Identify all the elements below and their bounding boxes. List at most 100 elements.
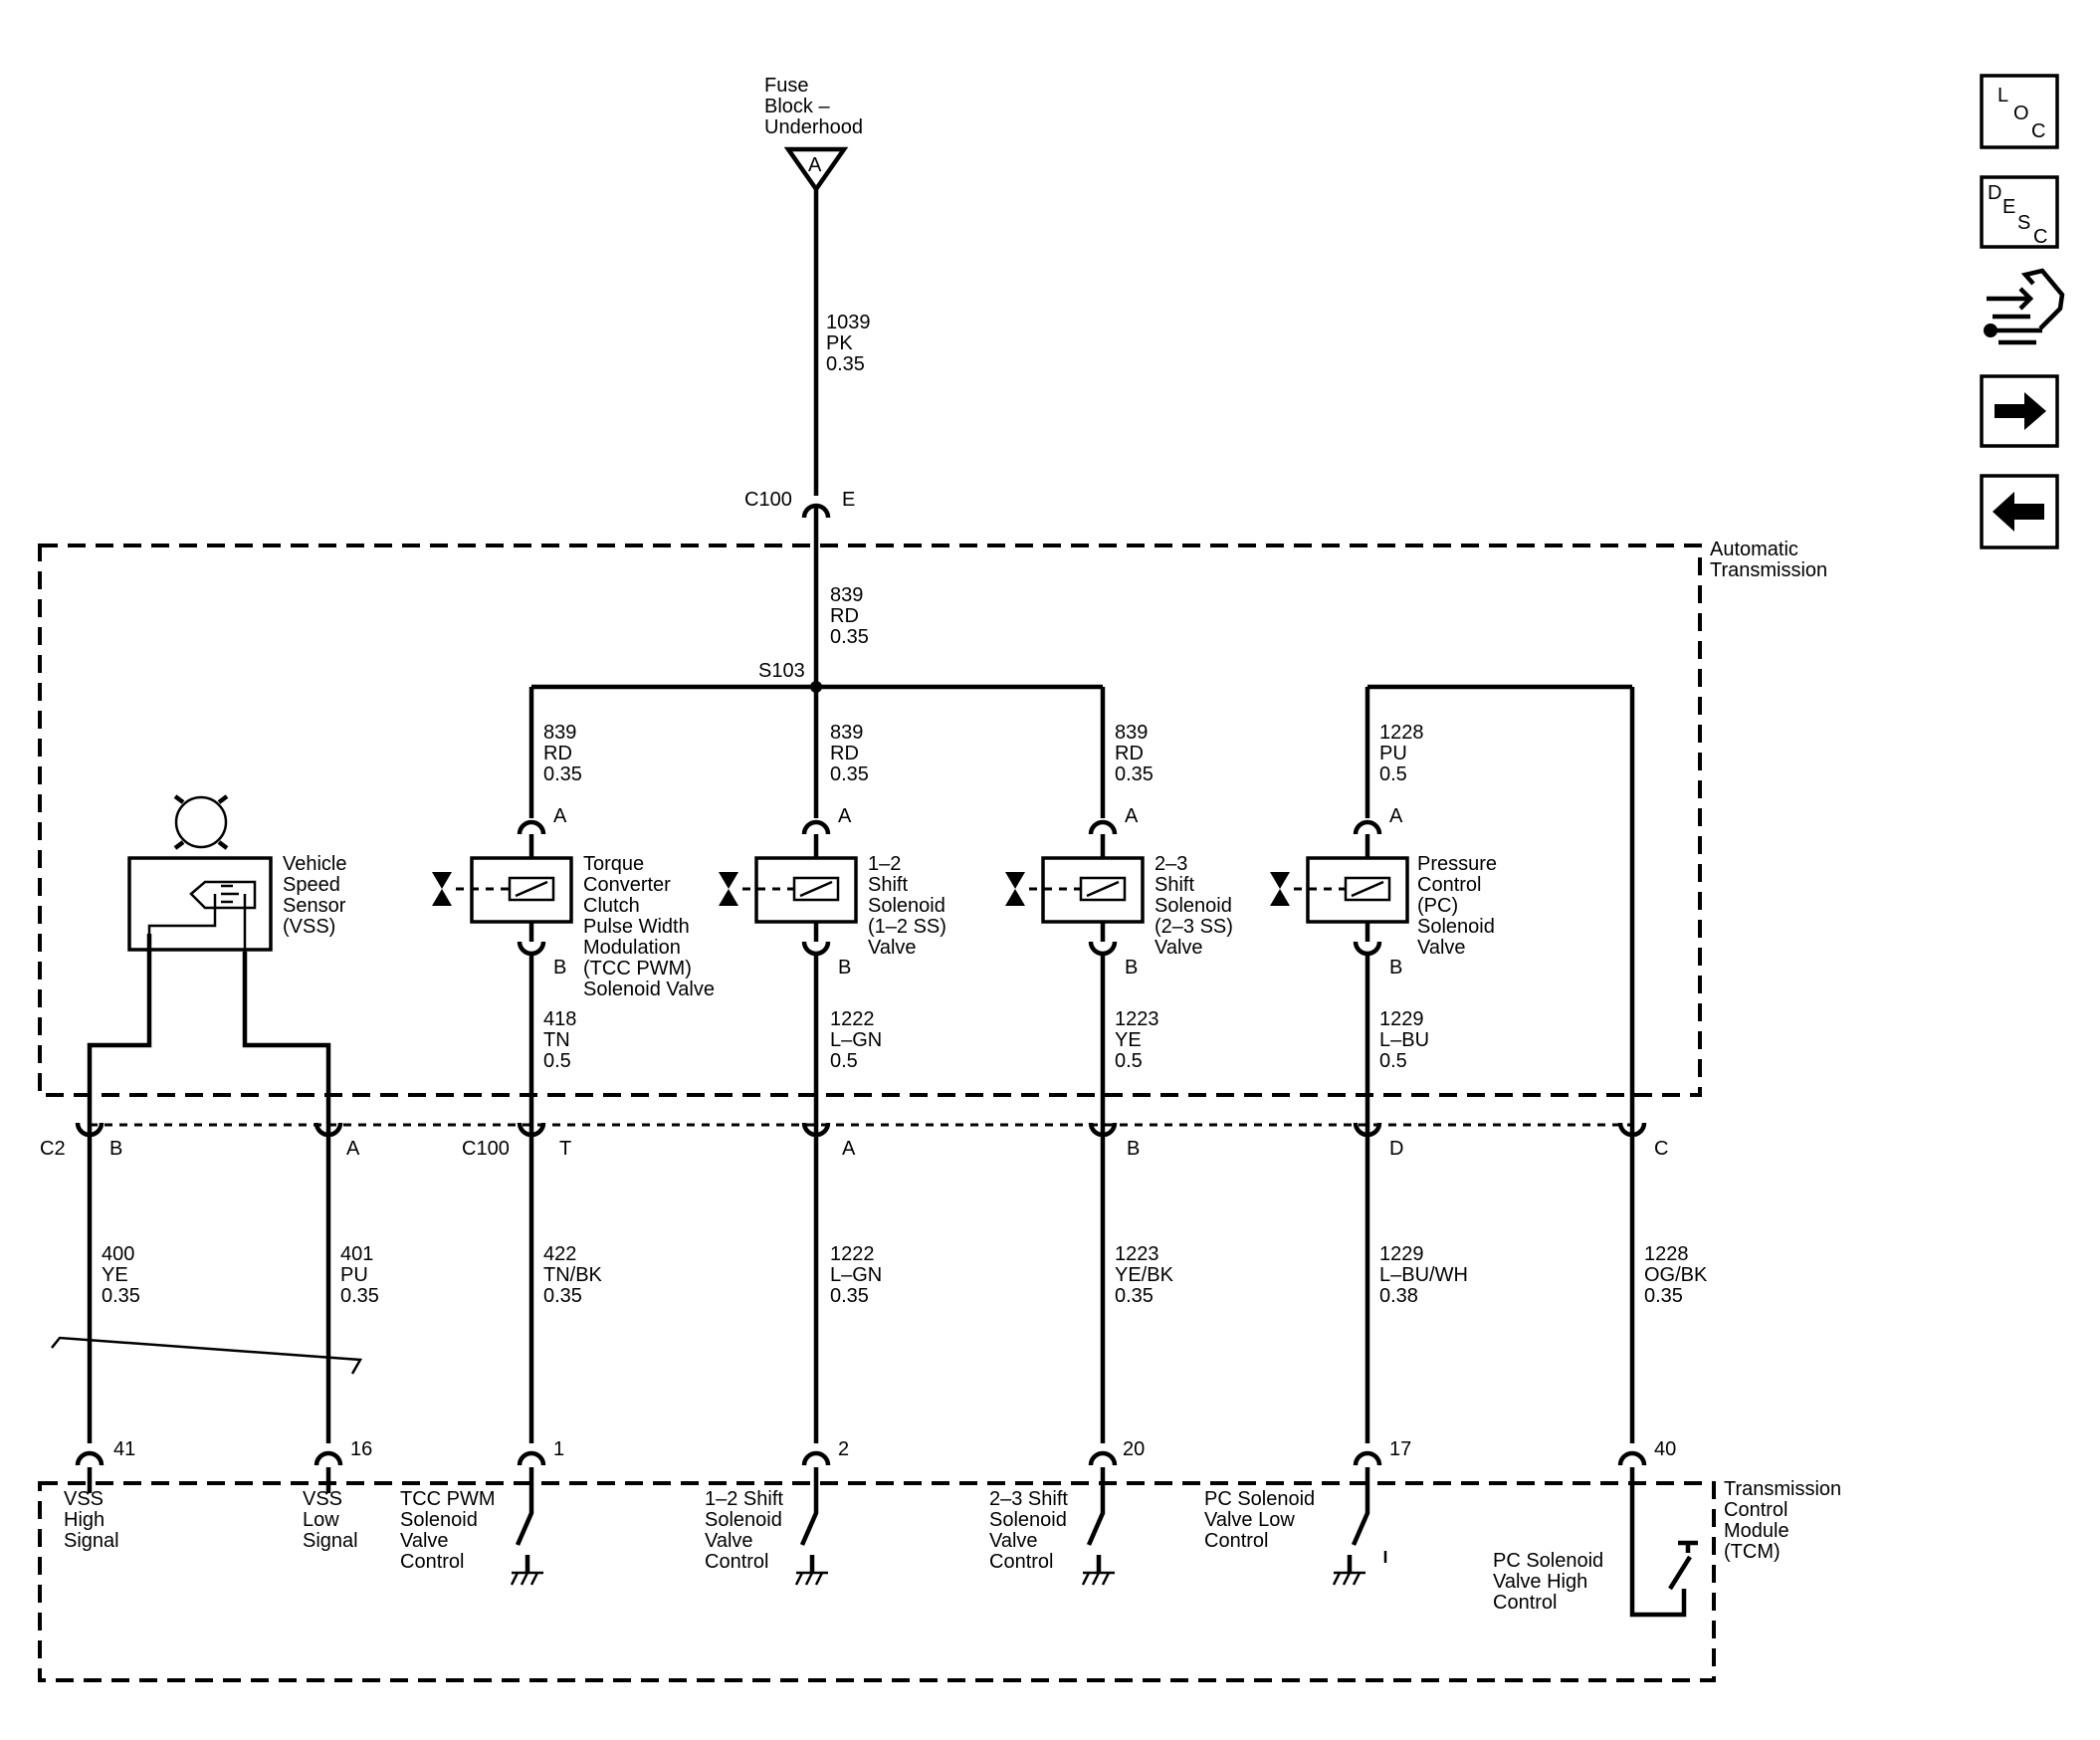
svg-text:A: A xyxy=(838,805,852,827)
svg-text:Solenoid: Solenoid xyxy=(989,1509,1067,1531)
svg-text:Control: Control xyxy=(705,1551,768,1573)
svg-text:Pulse Width: Pulse Width xyxy=(583,916,690,938)
svg-text:20: 20 xyxy=(1123,1438,1145,1460)
svg-text:0.5: 0.5 xyxy=(1379,763,1407,785)
svg-text:Transmission: Transmission xyxy=(1724,1478,1841,1500)
svg-text:L–GN: L–GN xyxy=(830,1029,882,1051)
svg-text:1–2: 1–2 xyxy=(868,853,901,875)
svg-text:2–3: 2–3 xyxy=(1155,853,1187,875)
svg-text:0.35: 0.35 xyxy=(543,763,582,785)
fuse-terminal-label: A xyxy=(808,154,822,176)
c100-bottom-connector: C100 T A B D C xyxy=(462,1107,1668,1160)
svg-text:Torque: Torque xyxy=(583,853,644,875)
svg-text:L–GN: L–GN xyxy=(830,1264,882,1286)
splice-label: S103 xyxy=(758,660,805,682)
svg-text:401: 401 xyxy=(340,1243,373,1265)
svg-text:1039: 1039 xyxy=(826,312,871,333)
svg-text:C: C xyxy=(1654,1138,1668,1160)
svg-text:16: 16 xyxy=(350,1438,372,1460)
svg-text:Control: Control xyxy=(1204,1530,1268,1552)
svg-text:OG/BK: OG/BK xyxy=(1644,1264,1708,1286)
svg-text:Valve High: Valve High xyxy=(1493,1571,1587,1593)
svg-text:(VSS): (VSS) xyxy=(283,916,335,938)
svg-text:Control: Control xyxy=(400,1551,464,1573)
svg-text:0.5: 0.5 xyxy=(1115,1050,1143,1072)
svg-text:0.35: 0.35 xyxy=(1644,1285,1683,1307)
svg-text:0.35: 0.35 xyxy=(1115,1285,1154,1307)
svg-text:B: B xyxy=(553,957,566,979)
tcm-circuit-labels: VSS High Signal VSS Low Signal TCC PWM S… xyxy=(64,1488,1603,1614)
svg-text:High: High xyxy=(64,1509,105,1531)
svg-text:Valve: Valve xyxy=(868,937,917,959)
svg-text:839: 839 xyxy=(543,722,576,744)
rd-feed-wire-label: 839 RD 0.35 xyxy=(830,584,869,648)
c100-top-label: C100 xyxy=(744,489,792,511)
schematic-repair-icon[interactable] xyxy=(1984,268,2065,345)
svg-text:Signal: Signal xyxy=(303,1530,358,1552)
svg-text:2: 2 xyxy=(838,1438,849,1460)
svg-text:2–3 Shift: 2–3 Shift xyxy=(989,1488,1068,1510)
arrow-right-button[interactable] xyxy=(1980,374,2059,448)
svg-text:RD: RD xyxy=(830,743,859,764)
svg-text:1–2 Shift: 1–2 Shift xyxy=(705,1488,783,1510)
svg-text:PK: PK xyxy=(826,332,853,354)
automatic-transmission-label: Automatic Transmission xyxy=(1710,539,1827,581)
svg-text:YE: YE xyxy=(102,1264,128,1286)
svg-text:40: 40 xyxy=(1654,1438,1676,1460)
svg-text:17: 17 xyxy=(1389,1438,1411,1460)
svg-text:RD: RD xyxy=(830,605,859,627)
solenoid-tcc-pwm: 839 RD 0.35 A B Torque Converter Clutch … xyxy=(432,687,715,1107)
loc-button[interactable]: L O C xyxy=(1980,74,2059,149)
svg-text:T: T xyxy=(559,1138,571,1160)
svg-text:Converter: Converter xyxy=(583,874,671,896)
svg-text:L–BU/WH: L–BU/WH xyxy=(1379,1264,1468,1286)
svg-text:1229: 1229 xyxy=(1379,1243,1424,1265)
svg-text:PC Solenoid: PC Solenoid xyxy=(1204,1488,1315,1510)
svg-text:B: B xyxy=(1389,957,1402,979)
c2-label: C2 xyxy=(40,1138,66,1160)
tcm-internals xyxy=(87,1467,1698,1618)
svg-text:TCC PWM: TCC PWM xyxy=(400,1488,496,1510)
svg-text:YE: YE xyxy=(1115,1029,1142,1051)
automatic-transmission-boundary xyxy=(38,544,1702,1097)
svg-text:Valve: Valve xyxy=(400,1530,449,1552)
svg-text:PU: PU xyxy=(340,1264,368,1286)
svg-text:Speed: Speed xyxy=(283,874,340,896)
twisted-pair-mark xyxy=(51,1336,363,1375)
svg-text:A: A xyxy=(842,1138,856,1160)
svg-text:1228: 1228 xyxy=(1379,722,1424,744)
svg-text:Underhood: Underhood xyxy=(764,116,863,138)
loc-letter-o: O xyxy=(2013,103,2029,124)
svg-text:Solenoid: Solenoid xyxy=(1417,916,1495,938)
svg-text:Control: Control xyxy=(1724,1499,1787,1521)
arrow-left-button[interactable] xyxy=(1980,474,2059,549)
svg-text:1229: 1229 xyxy=(1379,1008,1424,1030)
svg-text:839: 839 xyxy=(830,722,863,744)
svg-text:D: D xyxy=(1389,1138,1403,1160)
svg-text:TN/BK: TN/BK xyxy=(543,1264,603,1286)
solenoid-1-2-shift: 839 RD 0.35 A B 1–2 Shift Solenoid (1–2 … xyxy=(719,687,946,1107)
svg-text:Modulation: Modulation xyxy=(583,937,681,959)
svg-text:Valve Low: Valve Low xyxy=(1204,1509,1295,1531)
svg-text:Solenoid: Solenoid xyxy=(705,1509,782,1531)
svg-text:Transmission: Transmission xyxy=(1710,559,1827,581)
svg-text:TN: TN xyxy=(543,1029,570,1051)
svg-text:422: 422 xyxy=(543,1243,576,1265)
svg-text:Valve: Valve xyxy=(1417,937,1466,959)
desc-button[interactable]: D E S C xyxy=(1980,175,2059,249)
svg-text:1222: 1222 xyxy=(830,1008,875,1030)
svg-text:A: A xyxy=(553,805,567,827)
svg-text:Solenoid Valve: Solenoid Valve xyxy=(583,979,715,1000)
svg-text:(TCC PWM): (TCC PWM) xyxy=(583,958,692,979)
svg-text:0.35: 0.35 xyxy=(830,1285,869,1307)
svg-text:RD: RD xyxy=(1115,743,1144,764)
svg-text:0.35: 0.35 xyxy=(340,1285,379,1307)
desc-letter-d: D xyxy=(1988,182,2001,204)
svg-text:(1–2 SS): (1–2 SS) xyxy=(868,916,946,938)
desc-letter-s: S xyxy=(2017,212,2030,234)
svg-text:0.5: 0.5 xyxy=(1379,1050,1407,1072)
solenoid-pressure-control: 1228 PU 0.5 A B Pressure Control (PC) So… xyxy=(1270,684,1635,1107)
svg-text:Fuse: Fuse xyxy=(764,75,808,97)
svg-text:B: B xyxy=(109,1138,122,1160)
